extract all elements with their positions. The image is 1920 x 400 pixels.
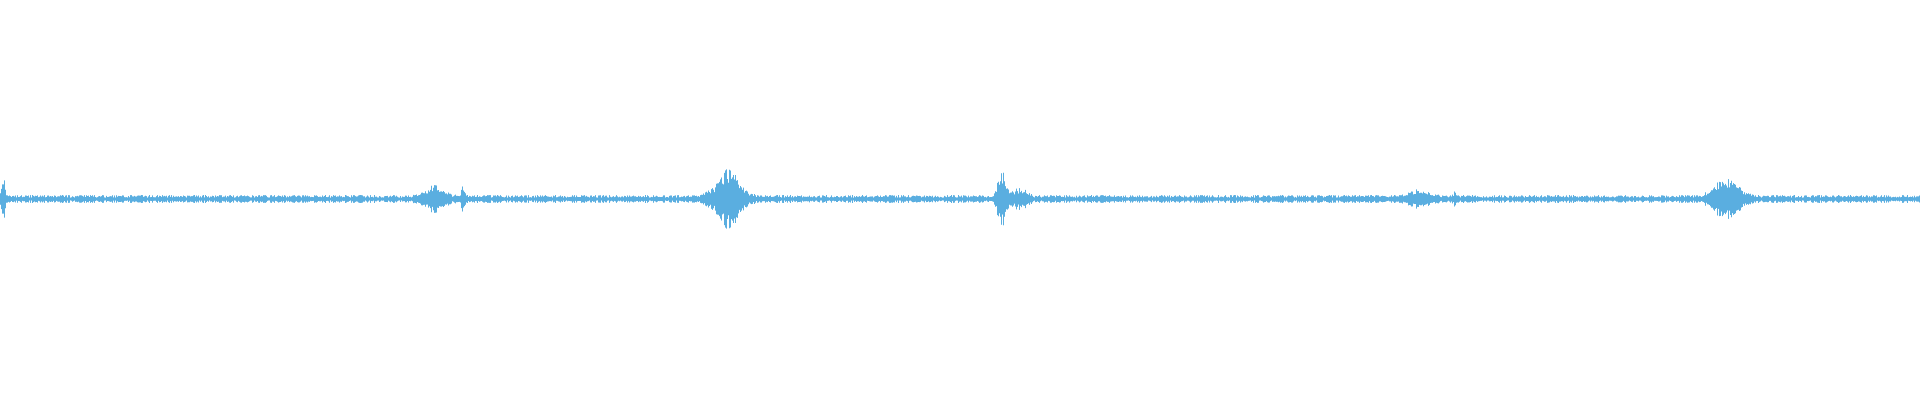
waveform-trace (0, 169, 1920, 229)
